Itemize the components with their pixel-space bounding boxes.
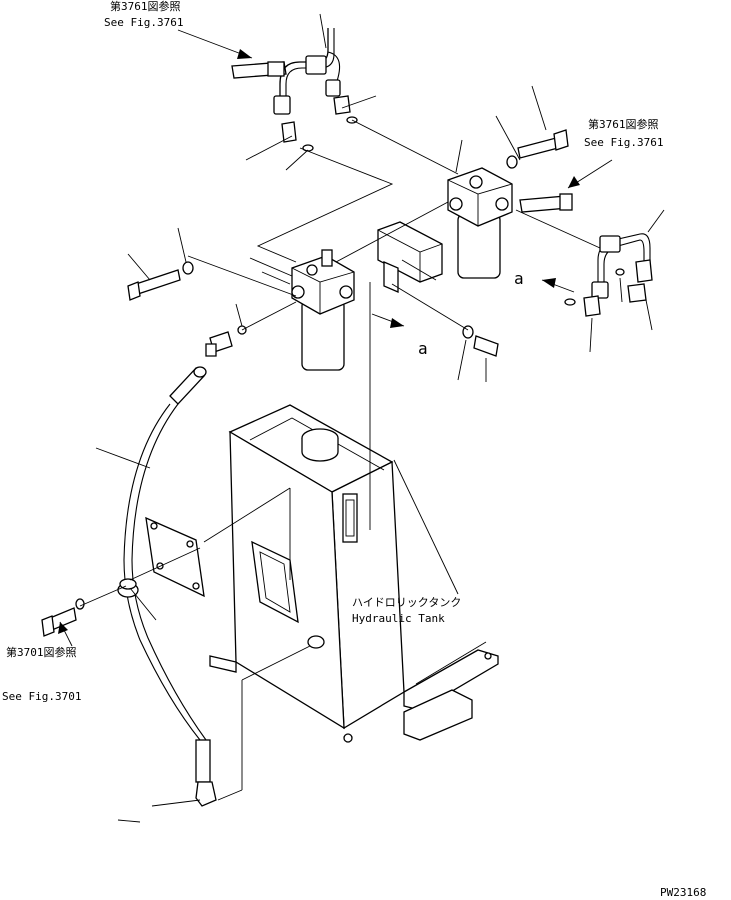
left-filter — [291, 249, 355, 371]
tank-label-en: Hydraulic Tank — [352, 612, 445, 625]
cover-plate — [145, 516, 205, 598]
tank-label-jp: ハイドロリックタンク — [352, 596, 461, 609]
reference-arrows — [58, 29, 613, 647]
filter-bracket — [377, 221, 443, 293]
hose — [117, 366, 217, 807]
bolts-washers — [41, 129, 569, 637]
ref-top-right-en: See Fig.3761 — [584, 136, 663, 149]
ref-bottom-left-en: See Fig.3701 — [2, 690, 81, 703]
drawing-number: PW23168 — [660, 886, 706, 899]
leader-lines — [95, 13, 665, 823]
right-filter — [447, 167, 513, 279]
hydraulic-tank — [209, 404, 499, 743]
ref-top-left-jp: 第3761図参照 — [110, 0, 181, 13]
ref-top-right-jp: 第3761図参照 — [588, 117, 659, 131]
label-a-center: a — [418, 339, 428, 358]
label-a-right: a — [514, 269, 524, 288]
top-piping — [231, 28, 358, 152]
ref-bottom-left-jp: 第3701図参照 — [6, 645, 77, 659]
a-arrows — [371, 278, 575, 328]
connection-lines — [79, 119, 601, 801]
right-piping — [519, 193, 653, 317]
ref-top-left-en: See Fig.3761 — [104, 16, 183, 29]
